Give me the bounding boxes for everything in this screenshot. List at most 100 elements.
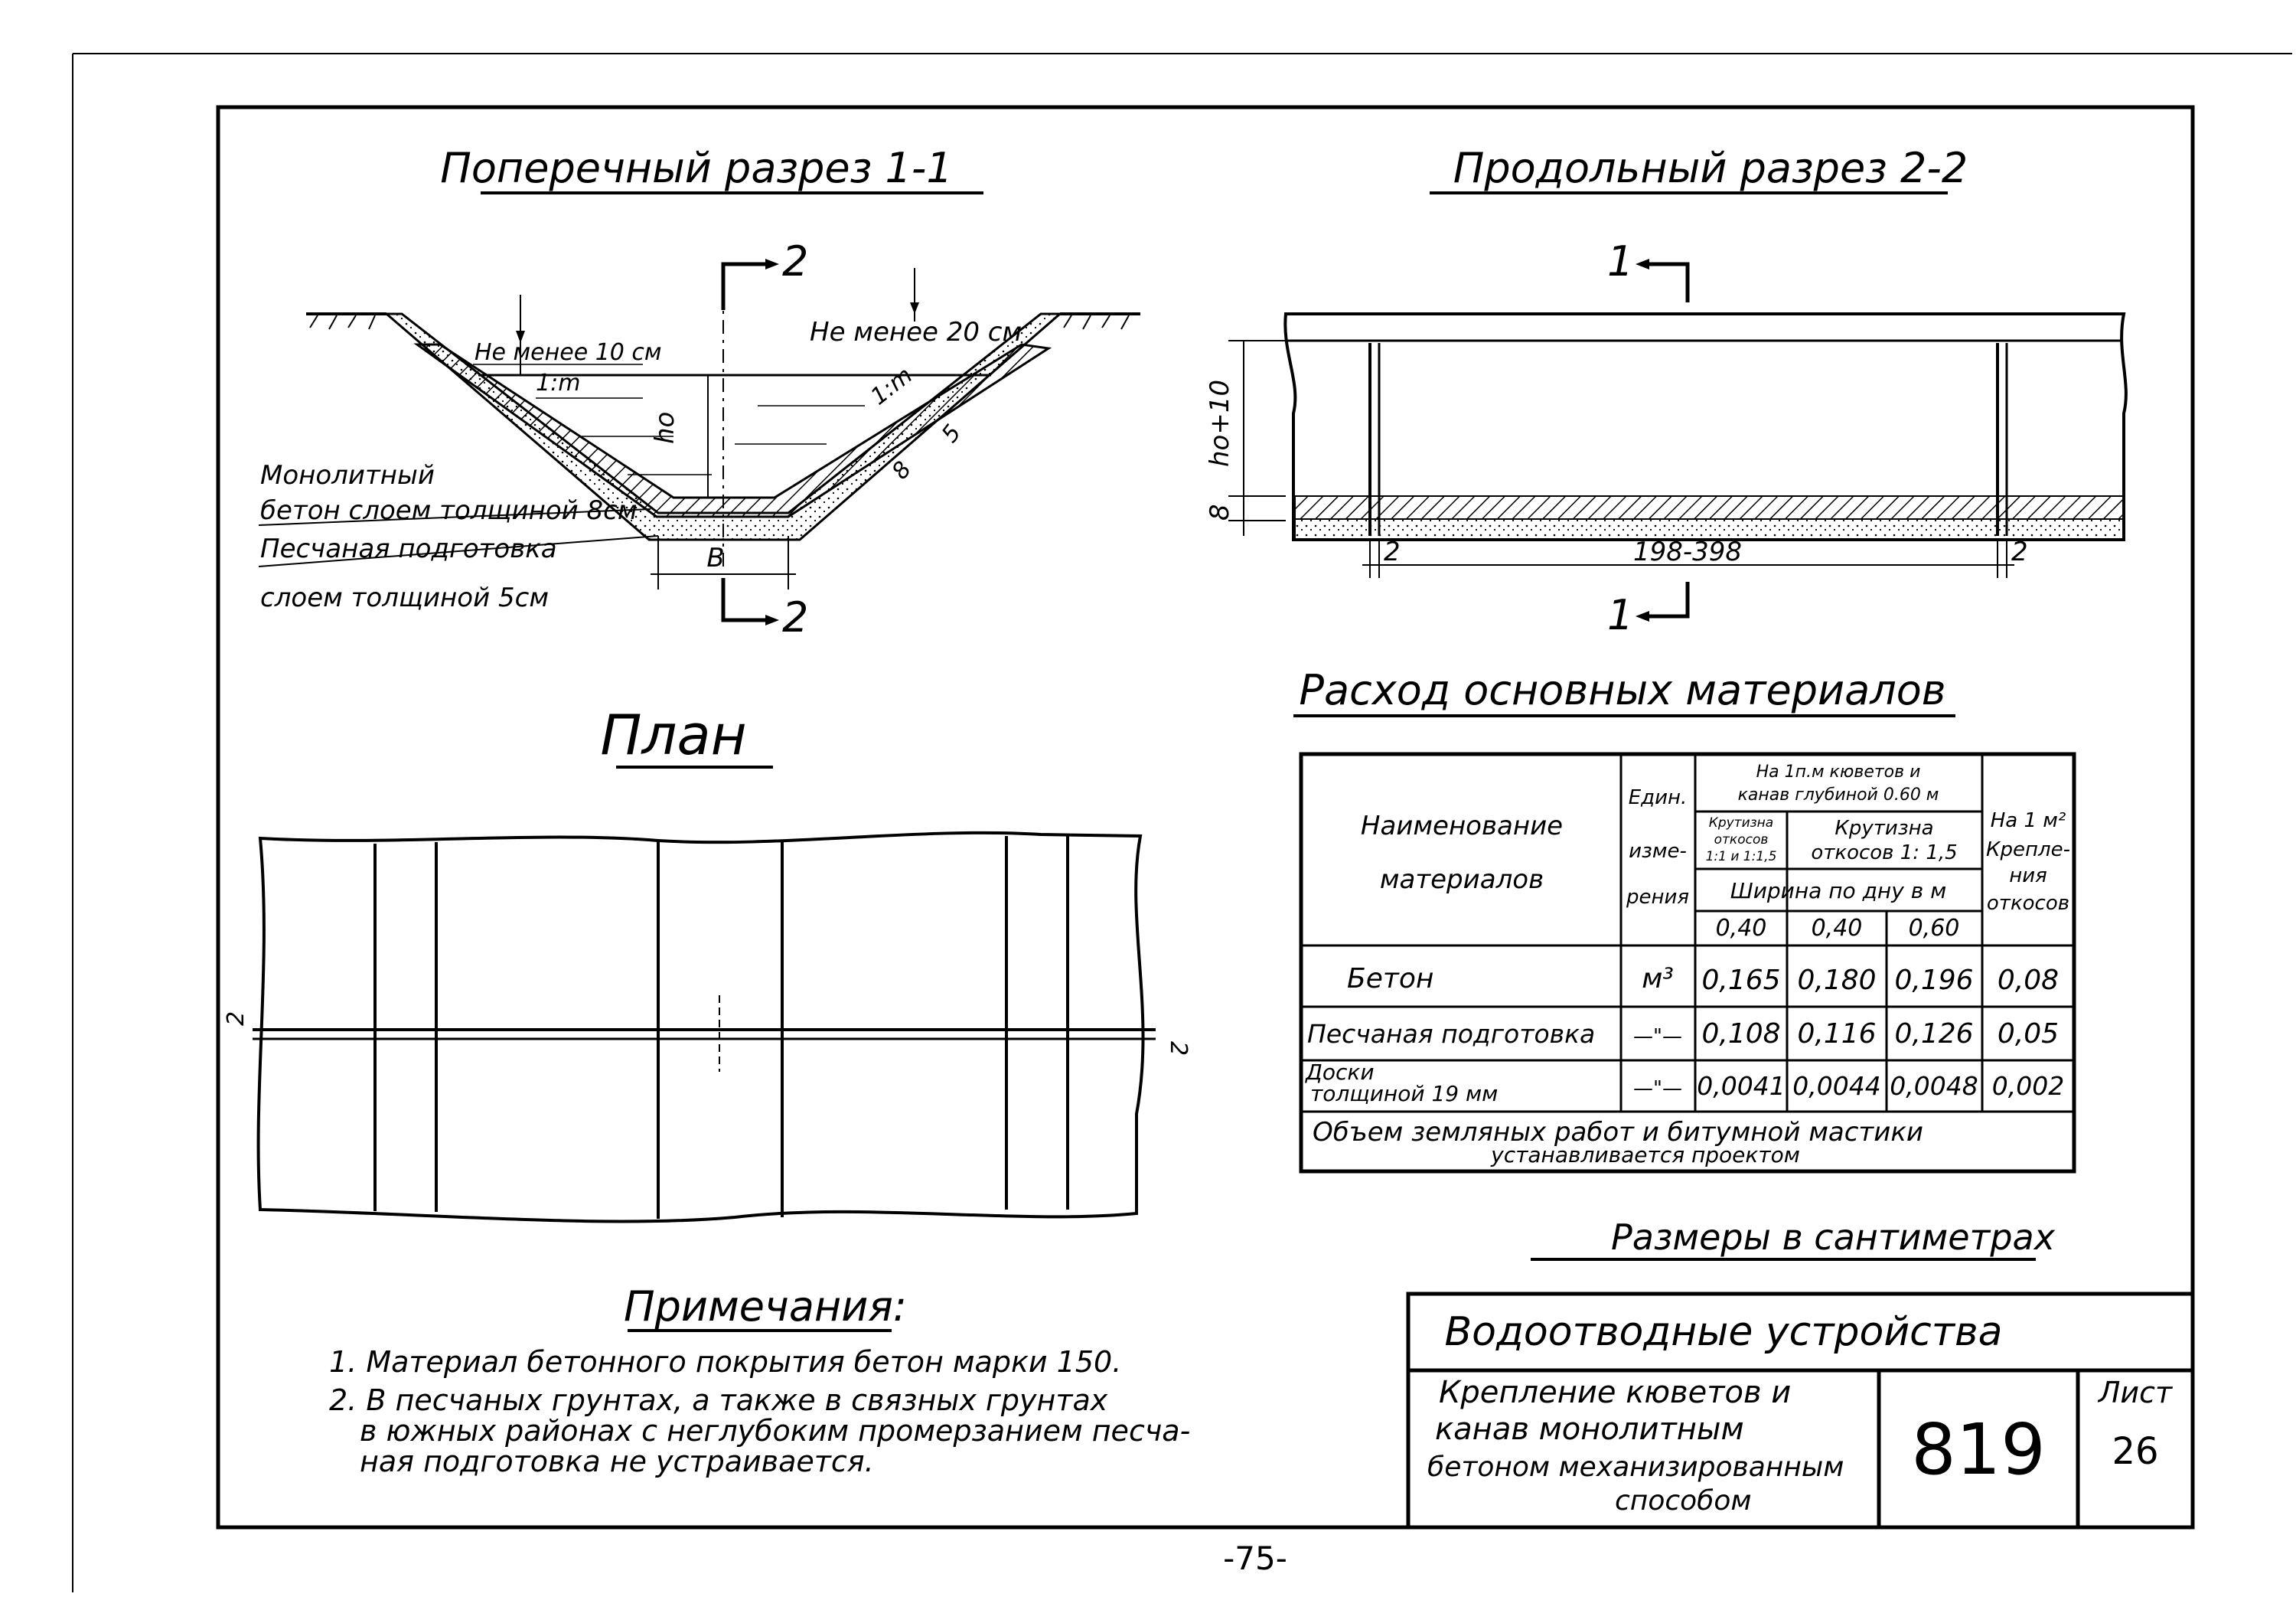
row3-v4: 0,002	[1992, 1071, 2064, 1101]
row1-v2: 0,180	[1797, 965, 1876, 996]
row2-v4: 0,05	[1998, 1018, 2059, 1050]
row3-unit: —"—	[1633, 1077, 1682, 1100]
cut1-bottom-label: 1	[1607, 591, 1633, 639]
th-per-3: ния	[2009, 864, 2047, 887]
water-lines	[536, 397, 865, 475]
th-width-1: 0,40	[1716, 915, 1767, 942]
cut1-top-arrow	[1636, 259, 1649, 269]
plan-view: План 2 2	[223, 703, 1192, 1223]
row3-name-2: толщиной 19 мм	[1310, 1081, 1498, 1106]
th-slope1-2: откосов	[1714, 832, 1769, 847]
plan-outline	[256, 831, 1145, 1223]
slope-left-label: 1:m	[536, 370, 580, 397]
cross-section: Поперечный разрез 1-1 2 2	[258, 144, 1140, 642]
row1-v3: 0,196	[1894, 965, 1973, 996]
tb-desc-3: бетоном механизированным	[1427, 1452, 1844, 1483]
cut1-top-label: 1	[1607, 237, 1633, 286]
sand-note-1: Песчаная подготовка	[260, 534, 557, 564]
concrete-leader	[258, 508, 651, 526]
row3-v2: 0,0044	[1792, 1071, 1880, 1101]
cut-marker-top	[721, 262, 765, 310]
width-label: B	[706, 543, 724, 573]
long-section-title: Продольный разрез 2-2	[1453, 144, 1968, 192]
ground-ticks	[309, 315, 1130, 330]
th-width-3: 0,60	[1909, 915, 1960, 942]
row1-name: Бетон	[1347, 963, 1433, 994]
tb-desc-4: способом	[1615, 1485, 1752, 1517]
notes-title: Примечания:	[624, 1282, 907, 1331]
row1-v1: 0,165	[1701, 965, 1780, 996]
th-unit-3: рения	[1626, 886, 1689, 909]
row3-v1: 0,0041	[1697, 1071, 1785, 1101]
row1-unit: м³	[1642, 963, 1674, 994]
slope-right-label: 1:m	[866, 362, 918, 411]
tb-desc-1: Крепление кюветов и	[1439, 1375, 1791, 1410]
cut-marker-bottom	[721, 578, 769, 622]
th-slope2-1: Крутизна	[1835, 817, 1933, 840]
plan-axis-left-label: 2	[223, 1011, 249, 1026]
th-per-4: откосов	[1987, 892, 2069, 915]
th-unit-2: изме-	[1629, 840, 1687, 863]
cut-marker-top-label: 2	[782, 237, 808, 286]
thickness-label: 8	[1205, 504, 1235, 521]
table-grid	[1301, 754, 2074, 1113]
table-footer-2: устанавливается проектом	[1490, 1142, 1800, 1167]
materials: Расход основных материалов Наименование …	[1293, 666, 2076, 1174]
row2-v3: 0,126	[1894, 1018, 1973, 1050]
cut1-bottom-arrow	[1636, 611, 1649, 622]
th-slope1-3: 1:1 и 1:1,5	[1706, 849, 1777, 864]
th-unit-1: Един.	[1629, 786, 1688, 809]
row3-v3: 0,0048	[1890, 1071, 1978, 1101]
row2-name: Песчаная подготовка	[1307, 1019, 1595, 1049]
cut-arrow-top	[765, 259, 779, 269]
th-per-2: Крепле-	[1986, 838, 2070, 861]
th-width: Ширина по дну в м	[1730, 878, 1946, 903]
min20-label: Не менее 20 см	[810, 317, 1022, 348]
gap-left-label: 2	[1384, 537, 1401, 567]
title-block-frame	[1406, 1292, 2195, 1530]
plan-title: План	[600, 703, 746, 767]
title-block: Водоотводные устройства Крепление кювето…	[1406, 1292, 2195, 1530]
cut-arrow-bottom	[765, 615, 779, 625]
long-sand-strip	[1294, 518, 2124, 540]
th-slope2-2: откосов 1: 1,5	[1811, 841, 1957, 864]
row2-v1: 0,108	[1701, 1018, 1780, 1050]
dim10-arrow	[516, 331, 525, 343]
materials-title: Расход основных материалов	[1299, 666, 1945, 714]
note-2-line-2: в южных районах с неглубоким промерзание…	[360, 1414, 1190, 1448]
th-name-1: Наименование	[1361, 811, 1563, 841]
table-footer-1: Объем земляных работ и битумной мастики	[1313, 1117, 1923, 1148]
dimensions-note: Размеры в сантиметрах	[1611, 1216, 2056, 1258]
tb-section: Водоотводные устройства	[1444, 1309, 2002, 1355]
concrete-note-2: бетон слоем толщиной 8см	[260, 495, 638, 526]
tb-number: 819	[1911, 1409, 2046, 1491]
tb-sheet-label: Лист	[2097, 1376, 2174, 1409]
min10-label: Не менее 10 см	[475, 339, 662, 366]
concrete-note-1: Монолитный	[260, 460, 435, 491]
tb-sheet-no: 26	[2112, 1430, 2158, 1473]
cut1-bottom	[1645, 582, 1690, 619]
cut-marker-bottom-label: 2	[782, 593, 808, 642]
cut1-top	[1645, 262, 1690, 302]
height-label: hо+10	[1205, 380, 1235, 467]
th-group-1: На 1п.м кюветов и	[1756, 763, 1921, 782]
drawing-frame	[216, 105, 2195, 1530]
sand-note-2: слоем толщиной 5см	[260, 583, 549, 613]
tb-desc-2: канав монолитным	[1435, 1412, 1744, 1447]
cross-section-title: Поперечный разрез 1-1	[440, 144, 952, 192]
length-label: 198-398	[1633, 537, 1742, 567]
plan-joints	[373, 836, 1069, 1219]
row2-v2: 0,116	[1797, 1018, 1876, 1050]
th-name-2: материалов	[1380, 864, 1544, 895]
note-2-line-1: 2. В песчаных грунтах, а также в связных…	[329, 1383, 1108, 1417]
gap-right-label: 2	[2011, 537, 2028, 567]
th-per-1: На 1 м²	[1991, 809, 2066, 832]
row2-unit: —"—	[1633, 1025, 1682, 1048]
page-number: -75-	[1223, 1540, 1287, 1577]
th-slope1-1: Крутизна	[1709, 815, 1773, 831]
concrete-layer	[413, 343, 1052, 518]
long-concrete-strip	[1294, 495, 2124, 520]
dim-5-label: 5	[937, 420, 967, 448]
th-group-2: канав глубиной 0.60 м	[1738, 785, 1939, 805]
